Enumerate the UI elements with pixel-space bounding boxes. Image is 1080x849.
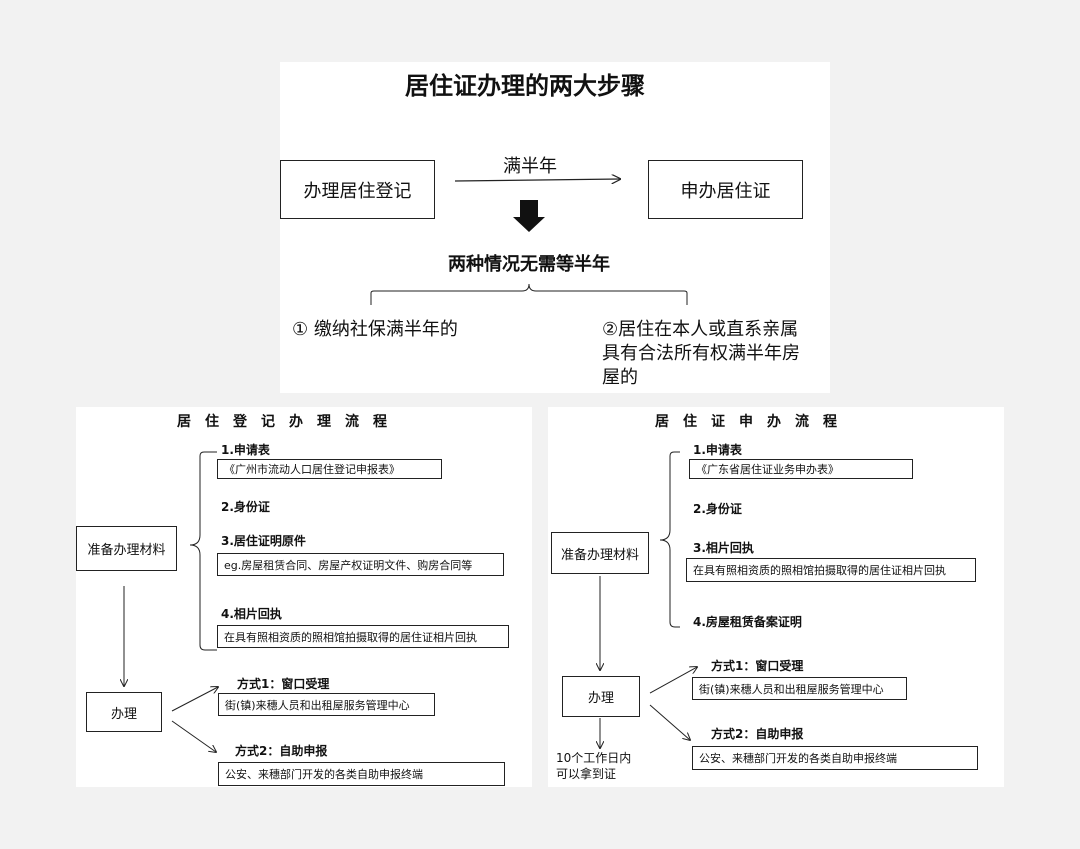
- permit-method-1: 方式1：窗口受理: [711, 659, 804, 673]
- case-2-line-3: 屋的: [602, 367, 638, 388]
- reg-step-3-box: eg.房屋租赁合同、房屋产权证明文件、购房合同等: [217, 553, 504, 576]
- permit-flow-title: 居住证申办流程: [655, 414, 851, 430]
- permit-prepare-box: 准备办理材料: [551, 532, 649, 574]
- reg-step-3: 3.居住证明原件: [221, 534, 306, 548]
- no-wait-subtitle: 两种情况无需等半年: [448, 254, 610, 275]
- reg-method-2-box: 公安、来穗部门开发的各类自助申报终端: [218, 762, 505, 786]
- permit-step-2: 2.身份证: [693, 502, 742, 516]
- case-1: ① 缴纳社保满半年的: [292, 319, 458, 340]
- reg-handle-box: 办理: [86, 692, 162, 732]
- reg-step-2: 2.身份证: [221, 500, 270, 514]
- top-panel: [280, 62, 830, 393]
- permit-method-2: 方式2：自助申报: [711, 727, 804, 741]
- reg-method-1: 方式1：窗口受理: [237, 677, 330, 691]
- case-2-line-1: ②居住在本人或直系亲属: [602, 319, 799, 340]
- reg-step-1: 1.申请表: [221, 443, 270, 457]
- reg-method-2: 方式2：自助申报: [235, 744, 328, 758]
- permit-method-2-box: 公安、来穗部门开发的各类自助申报终端: [692, 746, 978, 770]
- permit-step-3: 3.相片回执: [693, 541, 754, 555]
- case-2: ②居住在本人或直系亲属 具有合法所有权满半年房 屋的: [602, 318, 800, 390]
- apply-permit-box: 申办居住证: [648, 160, 803, 219]
- top-title: 居住证办理的两大步骤: [405, 71, 645, 100]
- reg-method-1-box: 街(镇)来穗人员和出租屋服务管理中心: [218, 693, 435, 716]
- permit-method-1-box: 街(镇)来穗人员和出租屋服务管理中心: [692, 677, 907, 700]
- permit-time-note: 10个工作日内 可以拿到证: [556, 750, 631, 782]
- reg-step-4-box: 在具有照相资质的照相馆拍摄取得的居住证相片回执: [217, 625, 509, 648]
- permit-time-note-line-2: 可以拿到证: [556, 767, 617, 781]
- registration-flow-title: 居住登记办理流程: [177, 414, 401, 430]
- permit-step-1-box: 《广东省居住证业务申办表》: [689, 459, 913, 479]
- half-year-label: 满半年: [503, 156, 557, 177]
- permit-step-4: 4.房屋租赁备案证明: [693, 615, 802, 629]
- permit-handle-box: 办理: [562, 676, 640, 717]
- reg-prepare-box: 准备办理材料: [76, 526, 177, 571]
- permit-step-1: 1.申请表: [693, 443, 742, 457]
- register-residence-box: 办理居住登记: [280, 160, 435, 219]
- reg-step-1-box: 《广州市流动人口居住登记申报表》: [217, 459, 442, 479]
- reg-step-4: 4.相片回执: [221, 607, 282, 621]
- case-2-line-2: 具有合法所有权满半年房: [602, 343, 800, 364]
- permit-time-note-line-1: 10个工作日内: [556, 751, 632, 765]
- permit-step-3-box: 在具有照相资质的照相馆拍摄取得的居住证相片回执: [686, 558, 976, 582]
